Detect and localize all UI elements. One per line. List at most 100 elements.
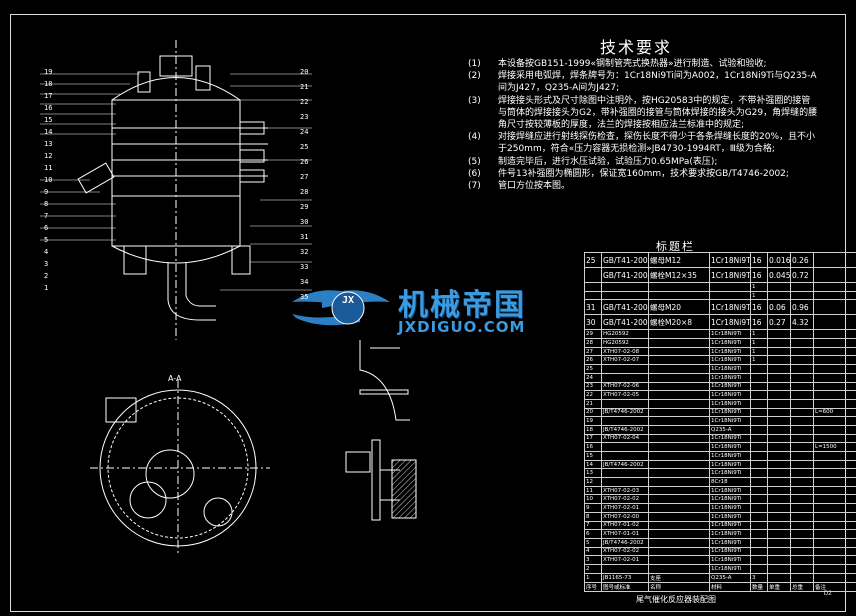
- tech-requirement-text: 件号13补强圈为椭圆形，保证宽160mm，技术要求按GB/T4746-2002;: [498, 168, 789, 179]
- bom-cell: 4.32: [790, 314, 814, 331]
- bom-cell: JB/T4746-2002: [601, 407, 649, 418]
- section-nozzle-2: [129, 481, 167, 519]
- bom-cell: [790, 555, 814, 565]
- section-inner-circle: [107, 397, 249, 539]
- bom-cell: [790, 381, 814, 392]
- bom-cell: [648, 468, 710, 479]
- bom-cell: XTH07-02-03: [601, 485, 649, 496]
- bom-cell: [813, 346, 856, 357]
- part-number-label: 20: [300, 68, 309, 76]
- part-number-label: 33: [300, 263, 309, 271]
- bom-cell: [767, 442, 791, 452]
- bom-cell: [601, 477, 649, 487]
- bom-cell: Q235-A: [709, 424, 751, 435]
- bom-cell: Q235-A: [709, 572, 751, 583]
- bom-cell: 1Cr18Ni9Ti: [709, 485, 751, 496]
- bom-cell: [584, 267, 602, 283]
- bom-cell: [648, 381, 710, 392]
- bom-cell: [767, 416, 791, 426]
- section-a-a-label: A-A: [168, 374, 182, 383]
- bom-cell: 3: [584, 555, 602, 565]
- part-number-label: 10: [44, 176, 53, 184]
- bom-cell: 13: [584, 468, 602, 479]
- tech-requirement-number: (5): [468, 156, 481, 167]
- bom-cell: [813, 572, 856, 583]
- bom-cell: HG20592: [601, 338, 649, 348]
- bom-cell: 0.26: [790, 252, 814, 268]
- bom-cell: 0.96: [790, 299, 814, 316]
- bom-cell: XTH07-01-02: [601, 520, 649, 531]
- bom-cell: 26: [584, 355, 602, 366]
- part-number-label: 30: [300, 218, 309, 226]
- part-number-label: 21: [300, 83, 309, 91]
- tech-requirement-number: [468, 119, 498, 131]
- bom-cell: 16: [750, 299, 768, 316]
- bom-cell: [767, 529, 791, 539]
- part-number-label: 9: [44, 188, 49, 196]
- tech-requirement-text: 焊接接头形式及尺寸除图中注明外，按HG20583中的规定，不带补强圈的接管: [498, 95, 811, 106]
- tech-requirement-number: (3): [468, 95, 481, 106]
- bom-cell: [750, 503, 768, 513]
- bom-cell: 25: [584, 252, 602, 268]
- tech-requirement-row: (2)焊接采用电弧焊，焊条牌号为：1Cr18Ni9Ti间为A002，1Cr18N…: [468, 70, 838, 82]
- bom-cell: [813, 282, 856, 292]
- tech-requirement-number: (4): [468, 132, 481, 143]
- bom-cell: [750, 416, 768, 426]
- bom-cell: 螺母M20: [648, 299, 710, 316]
- tech-requirement-number: [468, 82, 498, 94]
- part-number-label: 34: [300, 278, 309, 286]
- bom-cell: 螺栓M12×35: [648, 267, 710, 283]
- bom-cell: [813, 267, 856, 283]
- bom-cell: [813, 372, 856, 383]
- bom-cell: 螺母M12: [648, 252, 710, 268]
- bom-cell: [750, 537, 768, 548]
- watermark-logo-letters: JX: [342, 295, 355, 306]
- bom-cell: [813, 390, 856, 400]
- bom-cell: 1Cr18Ni9Ti: [709, 494, 751, 505]
- bom-cell: [767, 398, 791, 409]
- bom-cell: [750, 477, 768, 487]
- bom-cell: [790, 485, 814, 496]
- bom-cell: [813, 494, 856, 505]
- bom-cell: [648, 433, 710, 444]
- bom-cell: 0.06: [767, 299, 791, 316]
- bom-cell: 17: [584, 433, 602, 444]
- tech-requirement-text: 与筒体的焊接接头为G2，带补强圈的接管与筒体焊接的接头为G29，角焊缝的腰: [498, 107, 818, 118]
- bom-cell: [813, 546, 856, 557]
- bom-cell: 1Cr18Ni9Ti: [709, 459, 751, 470]
- bom-cell: [767, 372, 791, 383]
- bom-cell: [767, 555, 791, 565]
- bom-cell: [790, 511, 814, 522]
- part-number-label: 4: [44, 248, 49, 256]
- bom-cell: [648, 372, 710, 383]
- bom-cell: 3: [750, 572, 768, 583]
- bom-cell: [813, 511, 856, 522]
- bom-cell: [813, 416, 856, 426]
- bom-cell: [648, 390, 710, 400]
- bom-cell: XTH07-02-02: [601, 546, 649, 557]
- bom-cell: 0.045: [767, 267, 791, 283]
- bom-cell: [790, 416, 814, 426]
- bom-cell: [767, 572, 791, 583]
- bom-cell: [601, 442, 649, 452]
- leader-lines-left: [40, 73, 140, 241]
- bom-cell: [813, 459, 856, 470]
- bom-cell: [584, 290, 602, 301]
- bom-cell: 1: [584, 572, 602, 583]
- bom-cell: [601, 372, 649, 383]
- detail-curve: [359, 340, 410, 421]
- tech-requirement-text: 制造完毕后，进行水压试验，试验压力0.65MPa(表压);: [498, 156, 718, 167]
